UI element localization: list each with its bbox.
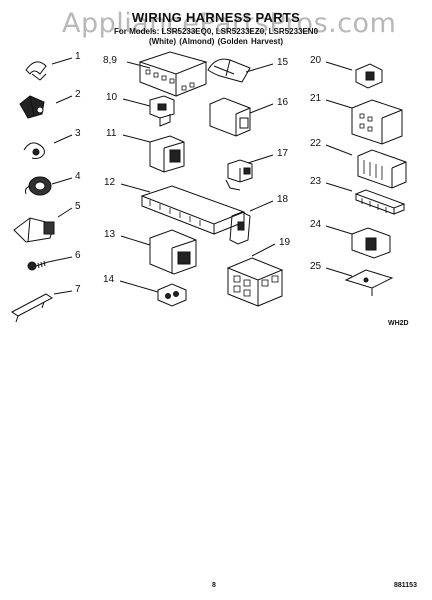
part-15-clip — [207, 58, 251, 83]
part-23-rail-connector — [354, 189, 406, 215]
part-label-4: 4 — [75, 171, 81, 182]
part-label-11: 11 — [106, 128, 117, 139]
part-18-connector — [229, 211, 251, 245]
part-label-18: 18 — [277, 194, 289, 205]
part-1-wire-clip — [25, 61, 47, 81]
part-4-grommet — [25, 176, 52, 196]
part-19-multi-block — [226, 257, 284, 307]
part-21-housing — [351, 99, 403, 145]
part-label-7: 7 — [75, 284, 81, 295]
part-20-small-connector — [355, 63, 383, 89]
part-label-1: 1 — [75, 51, 81, 62]
part-label-14: 14 — [103, 274, 115, 285]
page-number: 8 — [212, 582, 216, 589]
part-label-2: 2 — [75, 89, 81, 100]
part-25-plate — [344, 269, 394, 296]
part-10-connector — [149, 95, 175, 127]
part-6-screw — [27, 260, 49, 271]
part-8-9-connector — [138, 51, 208, 97]
part-label-20: 20 — [310, 55, 322, 66]
part-label-8-9: 8,9 — [103, 55, 117, 66]
part-label-23: 23 — [310, 176, 322, 187]
part-label-22: 22 — [310, 138, 322, 149]
part-2-clamp — [19, 95, 45, 119]
part-13-connector — [149, 229, 197, 275]
part-label-5: 5 — [75, 201, 81, 212]
figure-code: WH2D — [388, 320, 409, 327]
part-7-bracket — [11, 293, 53, 323]
part-3-tie-clip — [23, 142, 45, 159]
part-label-12: 12 — [104, 177, 116, 188]
part-label-10: 10 — [106, 92, 118, 103]
part-14-plug — [157, 283, 187, 307]
part-17-terminal-block — [225, 159, 253, 191]
part-5-strain-relief — [13, 217, 55, 243]
color-variants: (White) (Almond) (Golden Harvest) — [148, 37, 284, 46]
diagram-title: WIRING HARNESS PARTS — [131, 10, 301, 25]
document-reference: 881153 — [394, 582, 417, 589]
part-label-24: 24 — [310, 219, 322, 230]
part-label-17: 17 — [277, 148, 289, 159]
part-label-13: 13 — [104, 229, 116, 240]
leader-lines — [47, 57, 353, 295]
model-list: For Models: LSR5233EQ0, LSR5233EZ0, LSR5… — [113, 27, 319, 36]
part-22-housing — [357, 149, 407, 189]
part-label-3: 3 — [75, 128, 81, 139]
part-label-15: 15 — [277, 57, 289, 68]
part-16-connector — [209, 97, 251, 137]
part-label-21: 21 — [310, 93, 322, 104]
part-11-connector — [149, 135, 185, 173]
part-label-16: 16 — [277, 97, 289, 108]
watermark-text: AppliancePartsPros.com — [62, 8, 397, 39]
part-label-25: 25 — [310, 261, 322, 272]
part-24-connector — [351, 227, 391, 259]
part-12-long-housing — [140, 185, 246, 235]
part-label-6: 6 — [75, 250, 81, 261]
part-label-19: 19 — [279, 237, 291, 248]
